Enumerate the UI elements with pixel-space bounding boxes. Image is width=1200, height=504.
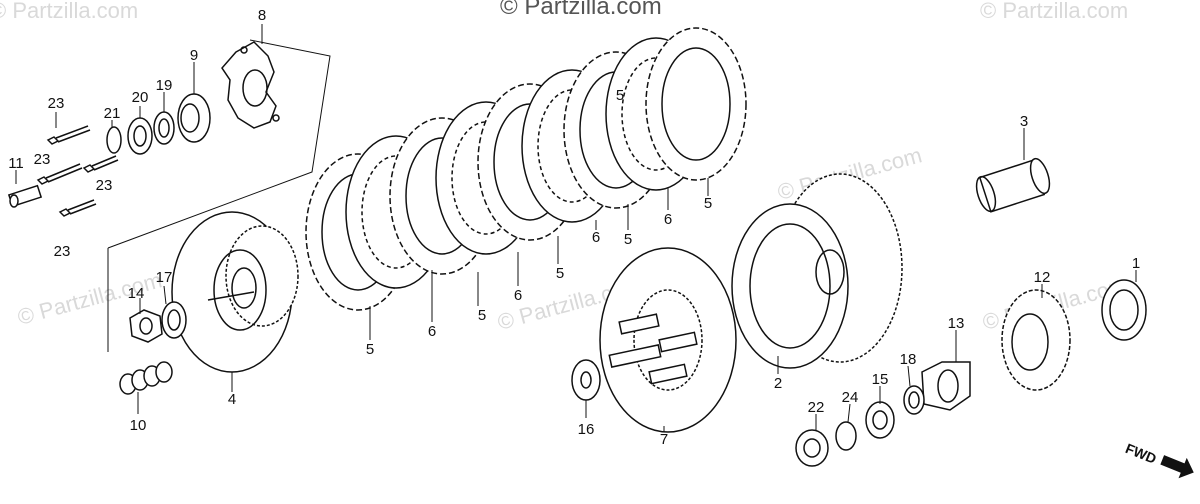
callout-11: 11 — [8, 155, 24, 172]
friction-plate-part-5 — [645, 27, 747, 181]
callout-6: 6 — [514, 287, 522, 304]
callout-22: 22 — [808, 399, 825, 416]
bolt-part-23 — [46, 125, 91, 145]
bushing-part-22 — [795, 429, 829, 467]
callout-6: 6 — [592, 229, 600, 246]
nut-part-15 — [865, 401, 895, 439]
washer-part-24 — [835, 421, 857, 451]
callout-18: 18 — [900, 351, 917, 368]
callout-21: 21 — [104, 105, 121, 122]
callout-23: 23 — [96, 177, 113, 194]
gear-part-12 — [1001, 289, 1071, 391]
callout-23: 23 — [48, 95, 65, 112]
clutch-center-part-4 — [171, 211, 299, 373]
callout-8: 8 — [258, 7, 266, 24]
bearing-part-9 — [177, 93, 211, 143]
washer-part-17 — [161, 301, 187, 339]
callout-9: 9 — [190, 47, 198, 64]
callout-23: 23 — [54, 243, 71, 260]
bolt-part-23 — [58, 199, 97, 217]
collar-part-3 — [975, 157, 1051, 213]
callout-4: 4 — [228, 391, 236, 408]
forward-arrow-indicator: FWD — [1123, 440, 1194, 479]
washer-part-19 — [153, 111, 175, 145]
callout-14: 14 — [128, 285, 145, 302]
spring-part-10 — [119, 361, 173, 395]
callout-16: 16 — [578, 421, 595, 438]
bolt-part-23 — [82, 155, 119, 173]
clutch-outer-part-2 — [731, 173, 903, 369]
callout-5: 5 — [704, 195, 712, 212]
lifter-plate-part-8 — [221, 41, 280, 129]
callout-5: 5 — [624, 231, 632, 248]
plate-part-13 — [921, 361, 971, 411]
callout-5: 5 — [366, 341, 374, 358]
callout-15: 15 — [872, 371, 889, 388]
callout-23: 23 — [34, 151, 51, 168]
fwd-label: FWD — [1123, 440, 1159, 467]
callout-5: 5 — [616, 87, 624, 104]
washer-part-16 — [571, 359, 601, 401]
callout-17: 17 — [156, 269, 173, 286]
watermark: © Partzilla.com — [980, 0, 1128, 23]
callout-12: 12 — [1034, 269, 1051, 286]
circlip-part-21 — [106, 126, 122, 154]
callout-10: 10 — [130, 417, 147, 434]
callout-6: 6 — [664, 211, 672, 228]
bolt-part-23 — [36, 163, 83, 185]
callout-24: 24 — [842, 389, 859, 406]
watermark: © Partzilla.com — [0, 0, 138, 23]
callout-5: 5 — [556, 265, 564, 282]
callout-7: 7 — [660, 431, 668, 448]
callout-19: 19 — [156, 77, 173, 94]
callout-1: 1 — [1132, 255, 1140, 272]
pin-part-11 — [7, 184, 43, 208]
callout-13: 13 — [948, 315, 965, 332]
callout-20: 20 — [132, 89, 149, 106]
watermark: © Partzilla.com — [500, 0, 662, 20]
callout-3: 3 — [1020, 113, 1028, 130]
callout-2: 2 — [774, 375, 782, 392]
bearing-part-18 — [903, 385, 925, 415]
callout-5: 5 — [478, 307, 486, 324]
callout-6: 6 — [428, 323, 436, 340]
leader-lines — [15, 24, 1137, 432]
assembly-bracket — [107, 39, 331, 249]
bearing-part-20 — [127, 117, 153, 155]
pressure-plate-part-7 — [599, 247, 737, 433]
nut-part-14 — [129, 309, 163, 343]
needle-bearing-part-1 — [1101, 279, 1147, 341]
